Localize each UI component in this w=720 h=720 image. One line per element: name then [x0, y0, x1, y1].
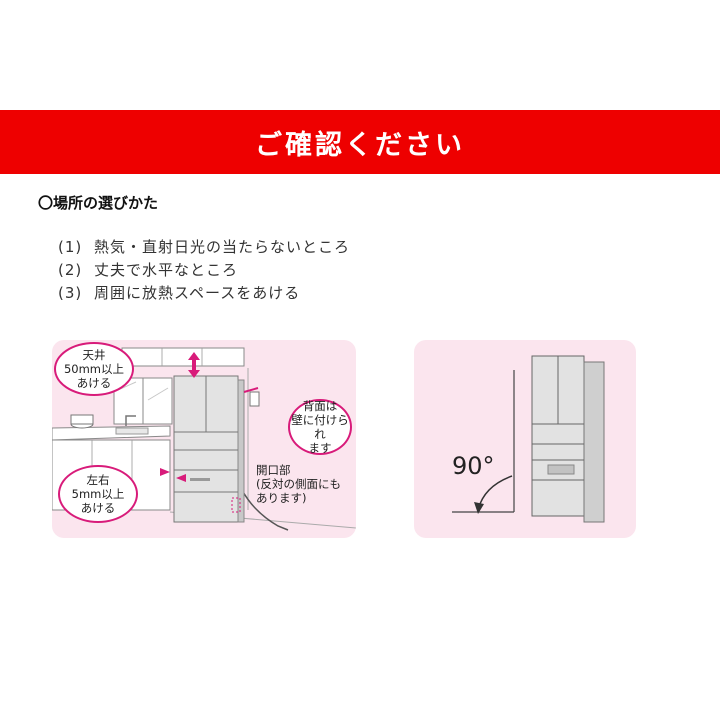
callout-line: あける	[80, 501, 116, 515]
callout-line: ます	[308, 441, 332, 455]
back-wall-callout: 背面は 壁に付けられ ます	[288, 399, 352, 455]
confirm-banner: ご確認ください	[0, 110, 720, 174]
item-number: (3)	[58, 284, 83, 302]
opening-label: 開口部 (反対の側面にも あります)	[256, 463, 341, 505]
list-item: (3) 周囲に放熱スペースをあける	[58, 282, 350, 305]
banner-title: ご確認ください	[255, 129, 465, 161]
callout-line: 50mm以上	[63, 362, 125, 376]
section-title: 〇場所の選びかた	[38, 194, 159, 212]
callout-line: 壁に付けられ	[291, 413, 349, 441]
list-item: (1) 熱気・直射日光の当たらないところ	[58, 236, 350, 259]
callout-line: 天井	[82, 348, 106, 362]
level-placement-illustration	[414, 340, 636, 538]
item-number: (2)	[58, 261, 83, 279]
fridge-level-illustration	[452, 355, 605, 523]
item-text: 丈夫で水平なところ	[94, 261, 239, 279]
list-item: (2) 丈夫で水平なところ	[58, 259, 350, 282]
label-line: あります)	[256, 491, 307, 505]
callout-line: 5mm以上	[71, 487, 125, 501]
label-line: (反対の側面にも	[256, 477, 341, 491]
item-text: 周囲に放熱スペースをあける	[94, 284, 301, 302]
callout-line: あける	[76, 376, 112, 390]
ceiling-clearance-callout: 天井 50mm以上 あける	[54, 342, 134, 396]
callout-line: 左右	[86, 473, 110, 487]
item-text: 熱気・直射日光の当たらないところ	[94, 238, 351, 256]
angle-label: 90°	[452, 452, 495, 480]
side-clearance-callout: 左右 5mm以上 あける	[58, 465, 138, 523]
callout-line: 背面は	[302, 399, 338, 413]
label-line: 開口部	[256, 463, 291, 477]
item-number: (1)	[58, 238, 83, 256]
conditions-list: (1) 熱気・直射日光の当たらないところ (2) 丈夫で水平なところ (3) 周囲に放…	[58, 236, 350, 305]
